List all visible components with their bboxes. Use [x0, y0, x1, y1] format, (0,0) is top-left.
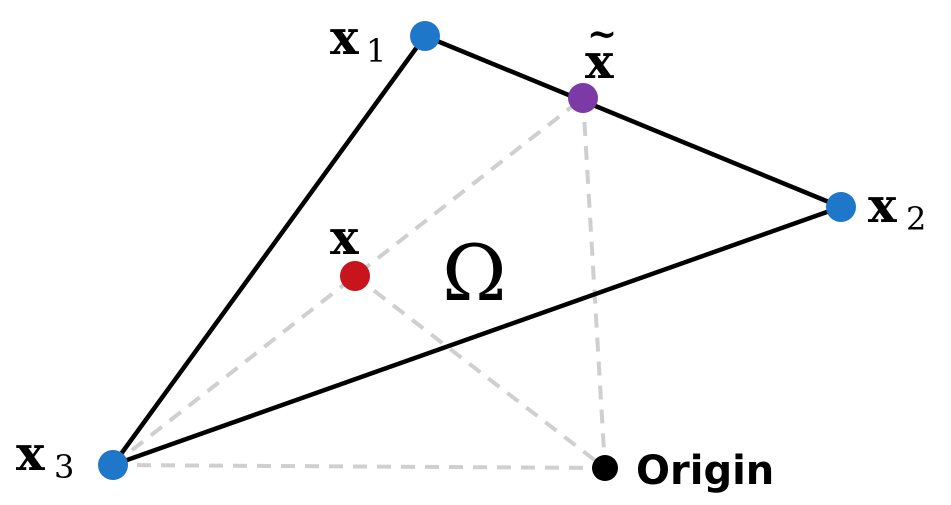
label-x3-main: x [16, 426, 45, 482]
label-x-tilde-accent: ~ [587, 13, 617, 55]
origin-point [592, 455, 618, 481]
label-x2: x 2 [868, 178, 926, 238]
label-x1: x 1 [330, 10, 386, 70]
vertex-x3-point [98, 450, 128, 480]
label-omega: Ω [442, 229, 507, 319]
edge-x3-x2 [112, 204, 842, 468]
label-origin: Origin [636, 448, 774, 494]
label-x1-sub: 1 [366, 32, 386, 70]
simplex-edges [111, 33, 842, 468]
dash-xtilde-to-origin [581, 97, 607, 469]
label-x2-sub: 2 [906, 200, 926, 238]
edge-x1-x3 [111, 34, 427, 467]
label-x: x [330, 210, 359, 266]
x-point [340, 261, 370, 291]
x-tilde-point [568, 83, 598, 113]
dash-x-to-origin [353, 274, 607, 470]
label-x-tilde-main: x [585, 34, 614, 90]
label-x-tilde: ~ x [585, 13, 617, 90]
vertex-x1-point [410, 21, 440, 51]
edge-x1-x2 [424, 33, 842, 210]
vertex-x2-point [826, 192, 856, 222]
dash-x3-to-origin [112, 463, 606, 470]
label-x3: x 3 [16, 426, 74, 486]
label-x3-sub: 3 [54, 448, 74, 486]
label-x2-main: x [868, 178, 897, 234]
label-x1-main: x [330, 10, 359, 66]
